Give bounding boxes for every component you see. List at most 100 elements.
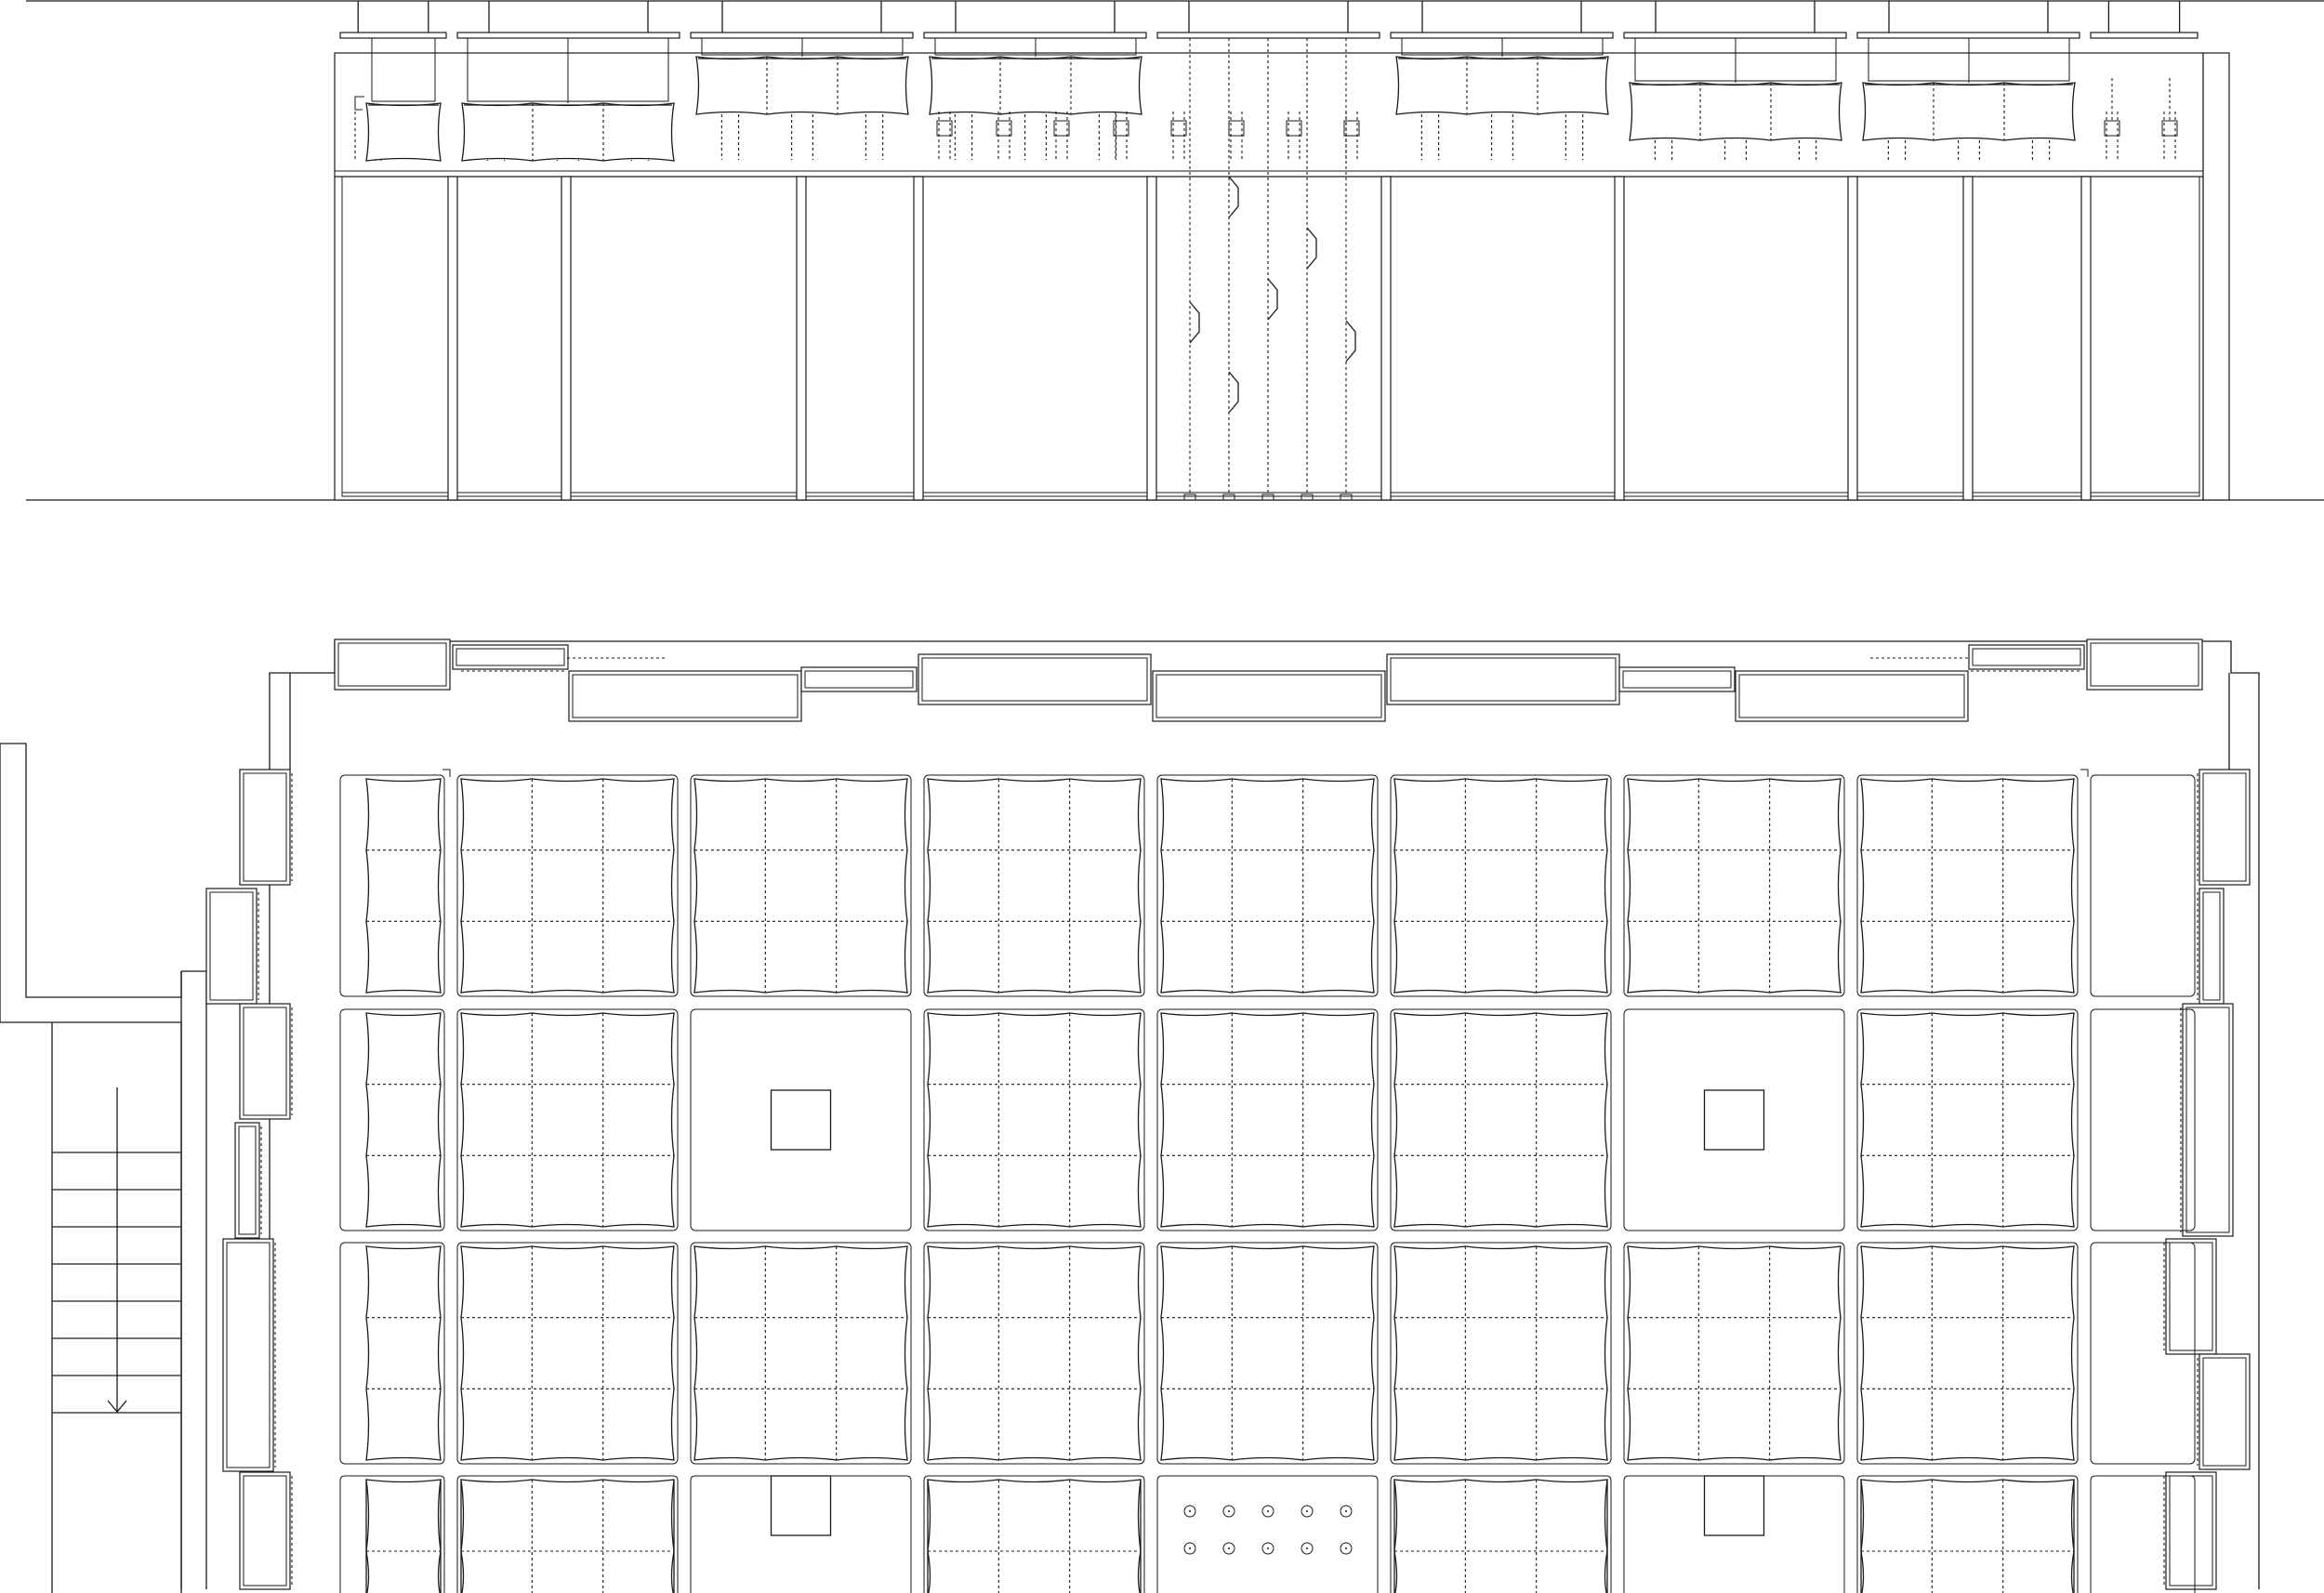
ceiling-hook xyxy=(1222,1542,1235,1555)
glazing-panel xyxy=(456,176,562,497)
cushion-pad-cream xyxy=(927,778,1142,994)
cell-outline xyxy=(1623,1008,1845,1231)
pad-edge xyxy=(460,1479,465,1593)
window-glass xyxy=(804,670,914,689)
elevation-column xyxy=(1380,176,1392,501)
window-glass xyxy=(337,642,447,687)
pad-edge xyxy=(365,1479,370,1593)
cell-outline xyxy=(923,1475,1145,1593)
cushion-pad-cyan xyxy=(365,1012,442,1228)
cell-outline xyxy=(1623,774,1845,997)
ceiling-cell xyxy=(1856,1008,2079,1231)
stair-wall xyxy=(0,743,182,998)
ceiling-track xyxy=(1390,32,1614,39)
hook-center xyxy=(1228,1547,1230,1549)
cushion-pad-pink xyxy=(460,1012,675,1228)
pulley-box xyxy=(996,120,1012,137)
ceiling-cell xyxy=(923,774,1145,997)
window-glass xyxy=(1155,674,1382,718)
structural-column xyxy=(770,1475,832,1536)
window-glass xyxy=(243,772,287,882)
ceiling-cell xyxy=(2090,1242,2196,1465)
ceiling-track xyxy=(339,32,447,39)
cell-outline xyxy=(2090,1242,2196,1465)
ceiling-cell xyxy=(456,1008,679,1231)
window-glass xyxy=(243,1007,287,1116)
ceiling-cell xyxy=(1390,1242,1612,1465)
cushion-pad-cream xyxy=(1627,778,1842,994)
window-box xyxy=(222,1238,274,1472)
pulley-box xyxy=(1170,120,1187,137)
glazing-panel xyxy=(2090,176,2200,497)
ceiling-cell xyxy=(1856,1475,2079,1593)
window-glass xyxy=(1738,674,1965,718)
elevation-column xyxy=(1146,176,1157,501)
corner-tick xyxy=(442,769,451,777)
cushion-pad-cream xyxy=(1860,1012,2075,1228)
cord-knot xyxy=(1228,371,1239,414)
ceiling-track xyxy=(1156,32,1380,39)
pulley-box xyxy=(936,120,953,137)
cushion-pad-outline xyxy=(1860,1479,2075,1593)
window-glass xyxy=(1390,657,1617,702)
cell-outline xyxy=(456,1008,679,1231)
ceiling-track xyxy=(456,32,680,39)
ceiling-cell xyxy=(339,1475,445,1593)
pulley-box xyxy=(1113,120,1129,137)
ceiling-hook xyxy=(1261,1542,1274,1555)
ceiling-cell xyxy=(690,1242,912,1465)
window-glass xyxy=(2202,1357,2247,1467)
window-glass xyxy=(572,674,799,718)
ceiling-cell xyxy=(1156,1008,1379,1231)
cushion-pad-pink xyxy=(1393,1245,1608,1461)
cell-outline xyxy=(339,1475,445,1593)
ceiling-cell xyxy=(1390,1475,1612,1593)
glazing-panel xyxy=(1623,176,1849,497)
ceiling-hook xyxy=(1222,1505,1235,1518)
hook-center xyxy=(1189,1510,1191,1512)
window-glass xyxy=(456,648,565,666)
hook-center xyxy=(1345,1510,1347,1512)
ceiling-cell xyxy=(1856,1242,2079,1465)
ceiling-hook xyxy=(1301,1542,1314,1555)
cell-outline xyxy=(923,1242,1145,1465)
ceiling-track xyxy=(690,32,914,39)
ceiling-cell xyxy=(1623,1475,1845,1593)
ceiling-track xyxy=(2090,32,2199,39)
cord-weight xyxy=(1340,494,1353,501)
ceiling-cell xyxy=(1623,774,1845,997)
cord-knot xyxy=(1228,176,1239,218)
pulley-box xyxy=(1343,120,1360,137)
pad-edge xyxy=(1137,1479,1142,1593)
window-glass xyxy=(2185,1007,2230,1233)
cell-outline xyxy=(1856,1242,2079,1465)
window-box xyxy=(2199,769,2251,886)
ceiling-cell xyxy=(923,1242,1145,1465)
cord-weight xyxy=(1301,494,1314,501)
structural-column xyxy=(1703,1475,1765,1536)
elevation-column xyxy=(1962,176,1974,501)
stair xyxy=(0,743,182,1593)
cord-weight xyxy=(1261,494,1274,501)
perimeter-wall xyxy=(269,640,2260,1589)
hook-center xyxy=(1267,1510,1269,1512)
ceiling-cell xyxy=(2090,1008,2196,1231)
cushion-pad-cyan xyxy=(927,1245,1142,1461)
window-glass xyxy=(226,1242,271,1468)
pad-edge xyxy=(1860,1479,1865,1593)
hook-center xyxy=(1228,1510,1230,1512)
facade-frame xyxy=(334,52,2204,501)
window-glass xyxy=(209,891,254,1001)
cell-outline xyxy=(1856,1475,2079,1593)
reflected-ceiling-plan xyxy=(180,639,2260,1593)
window-glass xyxy=(238,1126,257,1235)
stair-arrow-icon xyxy=(107,1400,127,1414)
hook-center xyxy=(1306,1510,1308,1512)
pad-edge xyxy=(437,1479,442,1593)
cushion-pad-cyan xyxy=(927,1012,1142,1228)
cell-outline xyxy=(690,774,912,997)
corner-tick xyxy=(2080,769,2089,777)
glazing-panel xyxy=(1856,176,1964,497)
hook-center xyxy=(1189,1547,1191,1549)
cord-weight xyxy=(1222,494,1235,501)
